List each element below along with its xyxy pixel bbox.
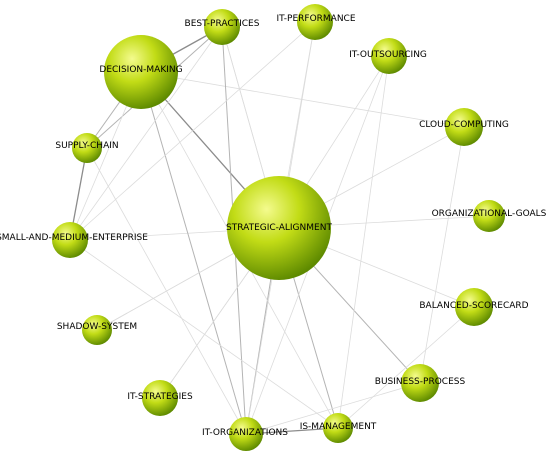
node-circle[interactable] [52,222,88,258]
edge-bsc-ism [337,306,475,429]
node-supply[interactable]: SUPPLY-CHAIN [55,133,119,163]
node-label: SMALL-AND-MEDIUM-ENTERPRISE [0,233,148,243]
node-circle[interactable] [104,35,178,109]
node-label: SUPPLY-CHAIN [55,141,118,151]
node-circle[interactable] [445,108,483,146]
node-itstrat[interactable]: IT-STRATEGIES [127,380,193,416]
node-circle[interactable] [229,417,263,451]
node-circle[interactable] [142,380,178,416]
node-circle[interactable] [227,176,331,280]
node-strategic[interactable]: STRATEGIC-ALIGNMENT [226,176,332,280]
node-perf[interactable]: IT-PERFORMANCE [276,4,356,40]
node-bsc[interactable]: BALANCED-SCORECARD [419,288,529,326]
nodes-layer: STRATEGIC-ALIGNMENT DECISION-MAKING BEST-P… [0,4,547,451]
node-outsourcing[interactable]: IT-OUTSOURCING [349,38,427,74]
node-label: CLOUD-COMPUTING [419,120,509,130]
node-label: DECISION-MAKING [99,65,182,75]
node-label: BEST-PRACTICES [185,19,260,29]
node-label: BUSINESS-PROCESS [375,377,466,387]
node-label: BALANCED-SCORECARD [419,301,528,311]
node-decision[interactable]: DECISION-MAKING [99,35,183,109]
node-itorg[interactable]: IT-ORGANIZATIONS [202,417,288,451]
node-bp[interactable]: BUSINESS-PROCESS [375,364,466,402]
node-circle[interactable] [473,200,505,232]
node-label: ORGANIZATIONAL-GOALS [432,209,547,219]
node-circle[interactable] [401,364,439,402]
node-circle[interactable] [455,288,493,326]
edge-supply-itorg [86,147,247,435]
node-orggoals[interactable]: ORGANIZATIONAL-GOALS [432,200,547,232]
node-label: STRATEGIC-ALIGNMENT [226,223,332,233]
node-label: IT-PERFORMANCE [276,14,355,24]
edge-cloud-bp [419,126,465,384]
node-best[interactable]: BEST-PRACTICES [185,9,260,45]
node-label: IS-MANAGEMENT [300,422,377,432]
node-sme[interactable]: SMALL-AND-MEDIUM-ENTERPRISE [0,222,148,258]
node-circle[interactable] [204,9,240,45]
edge-decision-itorg [140,71,247,435]
node-circle[interactable] [297,4,333,40]
node-label: IT-ORGANIZATIONS [202,428,288,438]
edge-sme-ism [69,239,339,429]
edge-best-sme [69,26,223,241]
node-shadow[interactable]: SHADOW-SYSTEM [57,315,137,345]
node-label: SHADOW-SYSTEM [57,322,137,332]
node-cloud[interactable]: CLOUD-COMPUTING [419,108,509,146]
node-circle[interactable] [82,315,112,345]
edge-outsourcing-ism [337,55,390,429]
edge-decision-cloud [140,71,465,128]
node-circle[interactable] [72,133,102,163]
node-ism[interactable]: IS-MANAGEMENT [300,413,377,443]
node-circle[interactable] [323,413,353,443]
node-label: IT-OUTSOURCING [349,50,427,60]
node-circle[interactable] [371,38,407,74]
edge-itorg-bp [245,382,421,435]
edge-perf-sme [69,21,316,241]
node-label: IT-STRATEGIES [127,392,193,402]
